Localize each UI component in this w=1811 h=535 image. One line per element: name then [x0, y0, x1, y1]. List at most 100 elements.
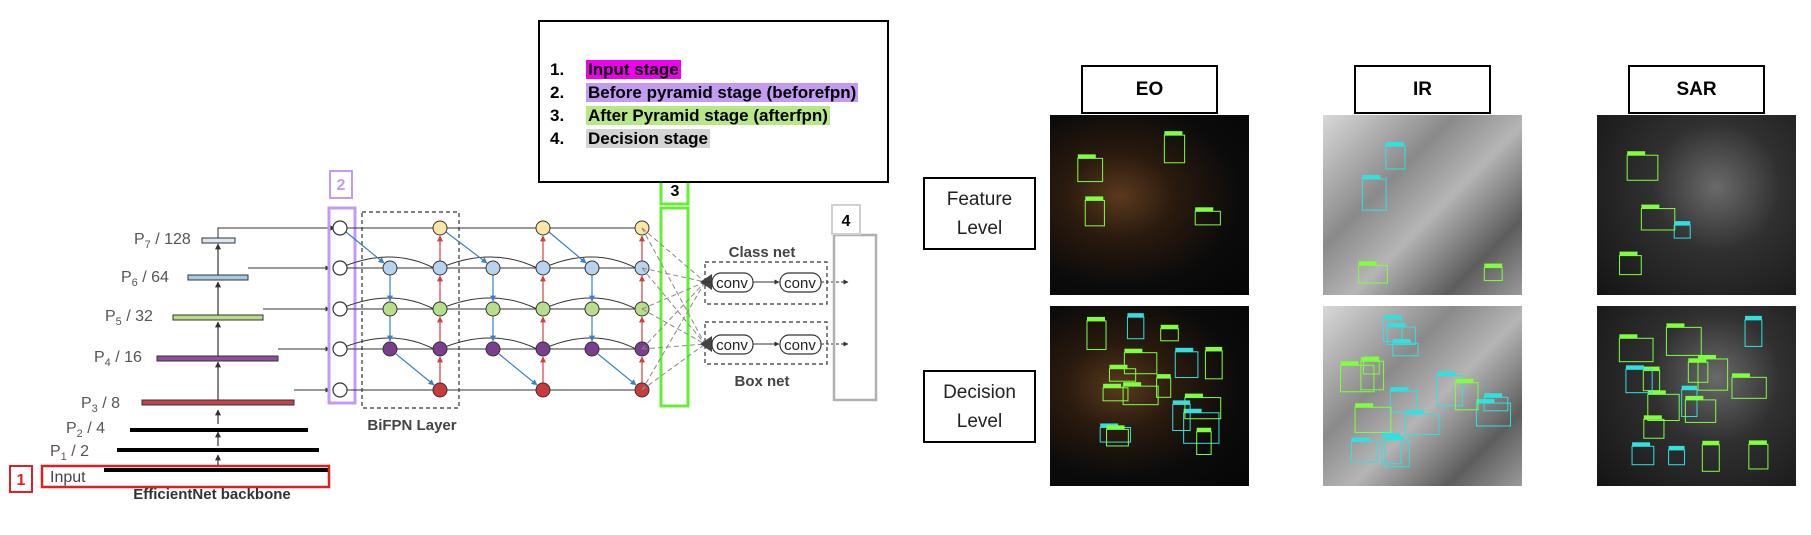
box-net-input-arrow	[700, 336, 712, 352]
detection-box	[1684, 399, 1717, 423]
p1-bar	[117, 448, 319, 452]
box-net-label: Box net	[734, 373, 789, 390]
class-conv-2-label: conv	[784, 275, 816, 292]
out-node-0-1	[432, 260, 448, 276]
detection-tag	[1643, 366, 1660, 371]
bifpn-graph	[332, 220, 650, 398]
detection-box	[1123, 352, 1158, 375]
p3-bar	[141, 399, 295, 406]
detection-box	[1174, 351, 1199, 379]
p6-label: P6 / 64	[121, 269, 169, 289]
detection-tag	[1124, 348, 1143, 353]
legend-item-3: 3. After Pyramid stage (afterfpn)	[550, 106, 830, 126]
legend-label-4: Decision stage	[586, 129, 710, 148]
detection-box	[1360, 360, 1385, 391]
detection-tag	[1647, 390, 1666, 395]
detection-box	[1381, 436, 1402, 465]
detection-tag	[1698, 354, 1717, 359]
detection-tag	[1106, 425, 1125, 430]
input-node-0	[332, 220, 348, 236]
box-conv-1-label: conv	[716, 337, 748, 354]
legend-num-4: 4.	[550, 129, 565, 148]
detection-tag	[1077, 154, 1096, 159]
detection-box	[1392, 342, 1419, 357]
detection-tag	[1627, 151, 1646, 156]
ir-decision-image	[1323, 306, 1522, 486]
input-node-3	[332, 341, 348, 357]
p7-label: P7 / 128	[134, 231, 191, 251]
sar-decision-image	[1597, 306, 1796, 486]
detection-tag	[1390, 387, 1409, 392]
p7-bar	[201, 237, 236, 244]
box-net-box	[704, 321, 828, 365]
detection-box	[1483, 267, 1503, 282]
detection-box	[1385, 145, 1406, 170]
detection-box	[1626, 154, 1659, 181]
stage3-box	[659, 206, 690, 408]
detection-box	[1697, 358, 1729, 391]
detection-tag	[1484, 393, 1503, 398]
stage-legend: 1.Input stage 2.Before pyramid stage (be…	[538, 20, 889, 183]
stage1-marker: 1	[17, 472, 26, 489]
detection-tag	[1748, 440, 1767, 445]
detection-tag	[1360, 357, 1379, 362]
detection-box	[1642, 370, 1661, 392]
detection-box	[1665, 326, 1702, 356]
legend-num-1: 1.	[550, 60, 565, 79]
detection-box	[1744, 319, 1763, 347]
detection-box	[1361, 178, 1387, 211]
detection-box	[1384, 439, 1410, 468]
legend-item-1: 1.Input stage	[550, 60, 681, 80]
mid-node-1-2	[485, 301, 501, 317]
detection-tag	[1195, 207, 1214, 212]
out-node-0-4	[432, 382, 448, 398]
row-label-decision-line1: Decision	[943, 381, 1016, 403]
detection-tag	[1455, 378, 1474, 383]
legend-label-3: After Pyramid stage (afterfpn)	[586, 106, 830, 125]
detection-tag	[1085, 196, 1104, 201]
detection-tag	[1685, 395, 1704, 400]
detection-box	[1163, 134, 1186, 164]
eo-decision-image	[1050, 306, 1249, 486]
out-node-1-4	[535, 382, 551, 398]
bifpn-label: BiFPN Layer	[367, 417, 456, 434]
detection-box	[1748, 443, 1769, 470]
p6-bar	[187, 274, 249, 281]
box-conv-2-label: conv	[784, 337, 816, 354]
out-node-1-3	[535, 341, 551, 357]
detection-tag	[1476, 399, 1495, 404]
detection-box	[1640, 208, 1676, 231]
detection-tag	[1625, 365, 1644, 370]
detection-tag	[1484, 263, 1503, 268]
out-node-1-2	[535, 301, 551, 317]
detection-box	[1673, 224, 1691, 239]
detection-tag	[1387, 323, 1406, 328]
mid-node-1-3	[485, 341, 501, 357]
detection-box	[1404, 413, 1440, 435]
detection-tag	[1385, 142, 1404, 147]
detection-tag	[1355, 403, 1374, 408]
out-node-1-1	[535, 260, 551, 276]
detection-tag	[1681, 385, 1698, 390]
detection-tag	[1156, 374, 1171, 379]
level-connectors	[217, 225, 336, 393]
stage4-box	[832, 233, 878, 402]
mid-node-2-3	[584, 341, 600, 357]
detection-tag	[1392, 339, 1411, 344]
legend-num-3: 3.	[550, 106, 565, 125]
input-node-1	[332, 260, 348, 276]
detection-box	[1631, 445, 1655, 466]
input-label: Input	[50, 469, 86, 486]
detection-tag	[1745, 315, 1762, 320]
detection-tag	[1183, 408, 1202, 413]
detection-tag	[1123, 382, 1142, 387]
detection-tag	[1668, 445, 1685, 450]
p5-bar	[172, 314, 264, 321]
legend-label-2: Before pyramid stage (beforefpn)	[586, 83, 859, 102]
detection-box	[1126, 316, 1145, 340]
detection-box	[1194, 210, 1221, 226]
detection-box	[1160, 328, 1179, 342]
p1-label: P1 / 2	[50, 443, 89, 463]
column-header-ir: IR	[1354, 65, 1491, 114]
detection-box	[1643, 418, 1665, 439]
